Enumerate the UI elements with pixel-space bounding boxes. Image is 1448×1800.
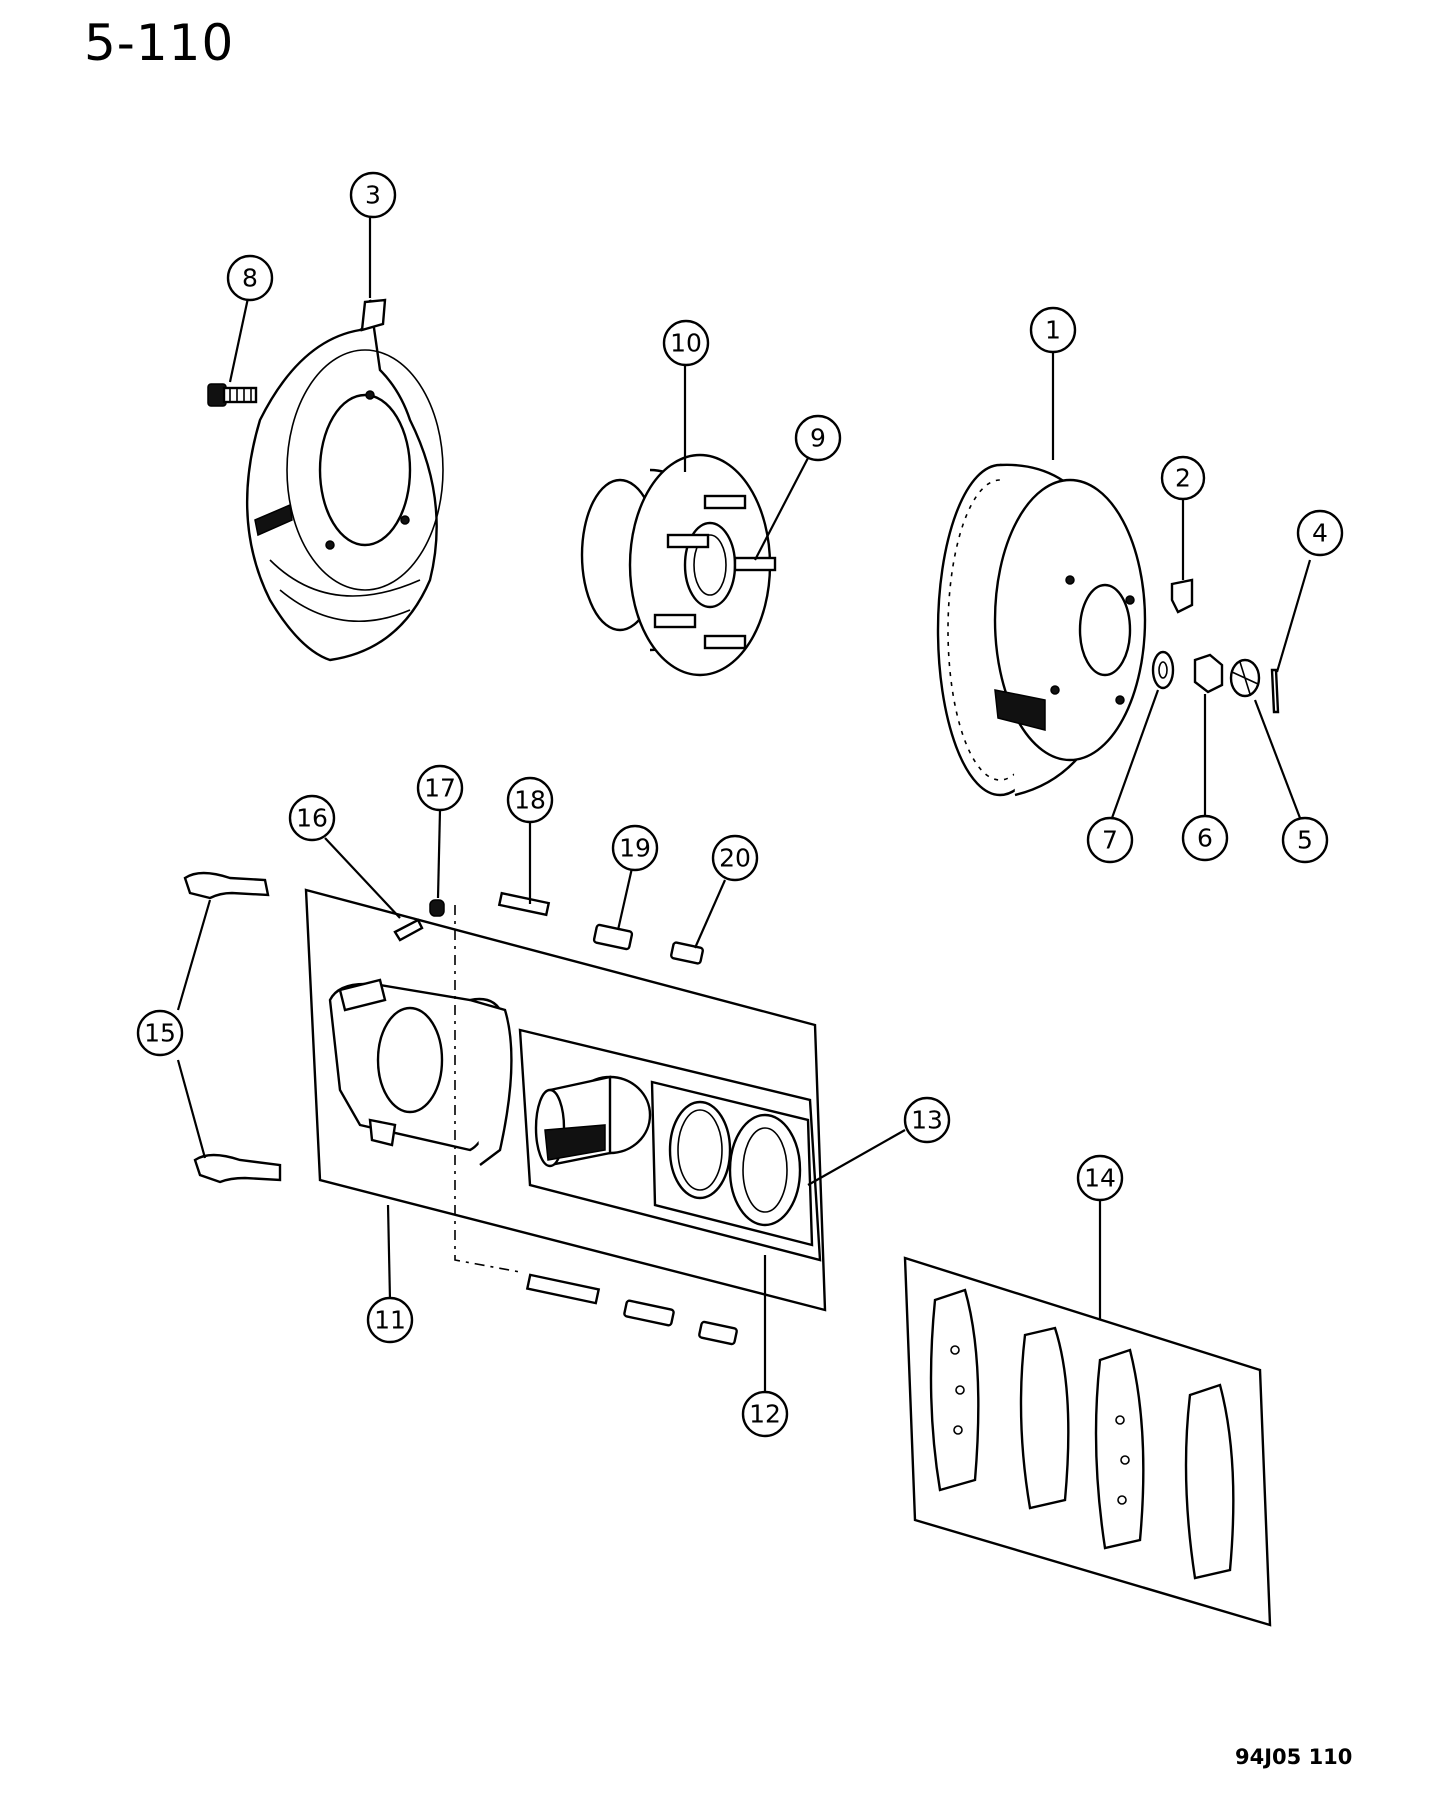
callout-7: 7 bbox=[1086, 816, 1134, 864]
svg-text:7: 7 bbox=[1102, 826, 1118, 855]
svg-text:19: 19 bbox=[619, 834, 651, 863]
callout-2: 2 bbox=[1160, 455, 1206, 501]
callout-3: 3 bbox=[349, 171, 397, 219]
callout-10: 10 bbox=[662, 319, 710, 367]
seal-kit-part bbox=[650, 1080, 814, 1247]
callout-9: 9 bbox=[794, 414, 842, 462]
svg-text:14: 14 bbox=[1084, 1164, 1116, 1193]
svg-text:10: 10 bbox=[670, 329, 702, 358]
svg-text:4: 4 bbox=[1312, 519, 1328, 548]
svg-text:16: 16 bbox=[296, 804, 328, 833]
callout-19: 19 bbox=[611, 824, 659, 872]
callout-14: 14 bbox=[1076, 1154, 1124, 1202]
callout-8: 8 bbox=[226, 254, 274, 302]
callout-11: 11 bbox=[366, 1296, 414, 1344]
callout-12: 12 bbox=[741, 1390, 789, 1438]
callout-4: 4 bbox=[1296, 509, 1344, 557]
callout-5: 5 bbox=[1281, 816, 1329, 864]
brake-rotor-part bbox=[936, 463, 1147, 797]
callout-15: 15 bbox=[136, 1009, 184, 1057]
svg-text:5: 5 bbox=[1297, 826, 1313, 855]
bolt-part bbox=[207, 383, 258, 407]
leader-lines bbox=[176, 213, 1312, 1392]
anti-rattle-clip-part bbox=[183, 871, 282, 1184]
svg-text:11: 11 bbox=[374, 1306, 406, 1335]
callout-17: 17 bbox=[416, 764, 464, 812]
hub-bearing-part bbox=[580, 453, 777, 677]
small-hardware-parts bbox=[1151, 578, 1280, 714]
page-number: 5-110 bbox=[84, 14, 235, 72]
svg-text:3: 3 bbox=[365, 181, 381, 210]
hub-nut-part bbox=[1193, 653, 1224, 694]
svg-text:8: 8 bbox=[242, 264, 258, 293]
svg-text:18: 18 bbox=[514, 786, 546, 815]
brake-pad-set-part bbox=[903, 1256, 1272, 1627]
svg-text:15: 15 bbox=[144, 1019, 176, 1048]
callout-6: 6 bbox=[1181, 814, 1229, 862]
svg-text:20: 20 bbox=[719, 844, 751, 873]
cotter-pin-part bbox=[1270, 668, 1280, 714]
drawing-code: 94J05 110 bbox=[1235, 1745, 1353, 1769]
svg-text:6: 6 bbox=[1197, 824, 1213, 853]
callout-16: 16 bbox=[288, 794, 336, 842]
svg-text:17: 17 bbox=[424, 774, 456, 803]
callout-13: 13 bbox=[903, 1096, 951, 1144]
piston-kit-part bbox=[518, 1028, 822, 1262]
callout-18: 18 bbox=[506, 776, 554, 824]
svg-text:2: 2 bbox=[1175, 464, 1191, 493]
splash-shield-part bbox=[245, 298, 444, 662]
nut-retainer-part bbox=[1170, 578, 1194, 614]
washer-part bbox=[1151, 650, 1175, 690]
callout-20: 20 bbox=[711, 834, 759, 882]
svg-text:9: 9 bbox=[810, 424, 826, 453]
svg-text:1: 1 bbox=[1045, 316, 1061, 345]
callout-1: 1 bbox=[1029, 306, 1077, 354]
svg-text:13: 13 bbox=[911, 1106, 943, 1135]
svg-text:12: 12 bbox=[749, 1400, 781, 1429]
caliper-assembly-part bbox=[304, 888, 827, 1346]
